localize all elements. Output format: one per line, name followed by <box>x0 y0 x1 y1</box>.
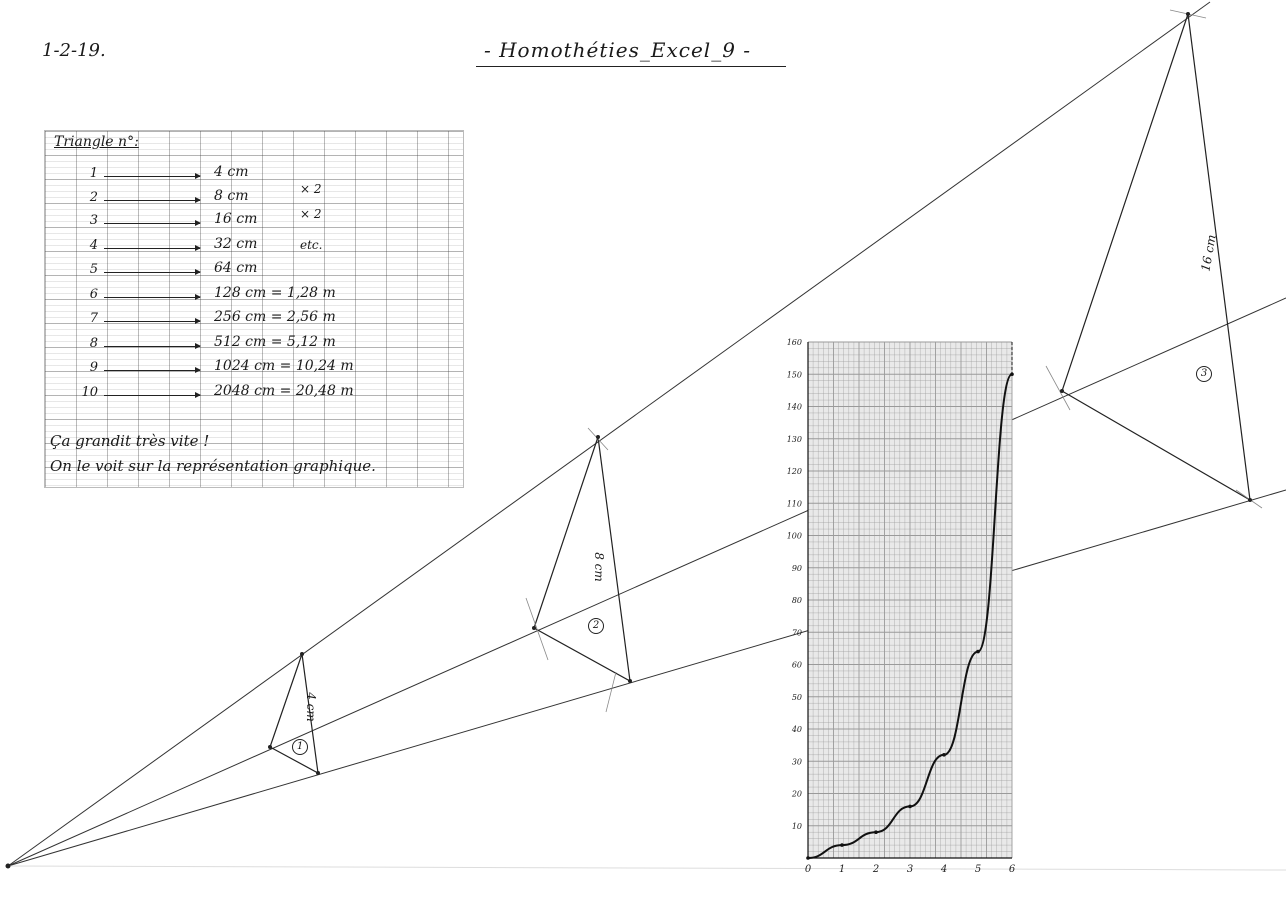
row-number: 10 <box>81 385 98 400</box>
conclusion-line-1: Ça grandit très vite ! <box>50 432 210 450</box>
conclusion-line-2: On le voit sur la représentation graphiq… <box>50 457 376 475</box>
title-underline <box>476 66 786 67</box>
row-note: × 2 <box>300 182 322 196</box>
chart: 10 20 30 40 50 60 70 80 90 100 110 120 130 140 150 160 0… <box>770 336 1026 876</box>
table-heading: Triangle n°: <box>54 134 139 150</box>
data-point <box>840 843 844 847</box>
ray-middle <box>7 297 1286 867</box>
row-arrow <box>104 269 201 275</box>
row-number: 2 <box>89 190 98 205</box>
row-arrow <box>104 197 201 203</box>
row-number: 5 <box>89 262 98 277</box>
row-arrow <box>104 392 201 398</box>
row-arrow <box>104 343 201 349</box>
page-title: - Homothéties_Excel_9 - <box>484 38 752 62</box>
y-tick-label: 130 <box>787 435 802 444</box>
ray-bottom <box>7 489 1286 867</box>
row-number: 8 <box>89 336 98 351</box>
y-tick-label: 100 <box>787 532 802 541</box>
row-value: 8 cm <box>214 188 249 204</box>
homothety-center <box>5 863 11 869</box>
data-point <box>942 753 946 757</box>
x-tick-label: 2 <box>872 864 879 875</box>
x-tick-label: 0 <box>805 864 812 875</box>
y-tick-label: 90 <box>792 564 802 573</box>
y-tick-label: 50 <box>792 693 802 702</box>
row-value: 16 cm <box>214 211 258 227</box>
row-note: etc. <box>300 238 323 252</box>
row-value: 32 cm <box>214 236 258 252</box>
row-arrow <box>104 294 201 300</box>
row-number: 9 <box>89 360 98 375</box>
row-arrow <box>104 245 201 251</box>
row-number: 3 <box>89 213 98 228</box>
row-value: 256 cm = 2,56 m <box>214 309 336 325</box>
triangle-2 <box>533 436 631 683</box>
data-point <box>874 830 878 834</box>
triangle-3 <box>1061 13 1251 502</box>
row-value: 4 cm <box>214 164 249 180</box>
y-tick-label: 110 <box>787 499 802 508</box>
x-tick-label: 5 <box>975 864 981 875</box>
data-point <box>976 649 980 654</box>
chart-canvas: 10 20 30 40 50 60 70 80 90 100 110 120 130 140 150 160 0… <box>787 338 1016 875</box>
row-value: 64 cm <box>214 260 258 276</box>
y-tick-label: 10 <box>792 822 802 831</box>
y-tick-label: 160 <box>787 338 802 347</box>
triangle-1-side-label: 4 cm <box>303 692 318 722</box>
x-tick-label: 4 <box>940 864 947 875</box>
row-number: 6 <box>89 287 98 302</box>
triangle-2-label: 2 <box>588 618 604 634</box>
triangle-1-label: 1 <box>292 739 308 755</box>
triangle-2-side-label: 8 cm <box>591 552 606 582</box>
row-value: 2048 cm = 20,48 m <box>214 383 354 399</box>
row-arrow <box>104 367 201 373</box>
x-tick-label: 3 <box>907 864 913 875</box>
x-tick-label: 1 <box>839 864 845 875</box>
y-tick-label: 60 <box>792 661 802 670</box>
y-tick-label: 80 <box>792 596 802 605</box>
y-tick-label: 120 <box>787 467 802 476</box>
x-tick-label: 6 <box>1009 864 1016 875</box>
row-arrow <box>104 220 201 226</box>
ray-top <box>7 1 1211 867</box>
baseline <box>7 865 1286 871</box>
row-note: × 2 <box>300 207 322 221</box>
row-value: 128 cm = 1,28 m <box>214 285 336 301</box>
row-arrow <box>104 318 201 324</box>
y-tick-label: 40 <box>791 725 802 734</box>
table-grid-paper <box>44 130 464 488</box>
data-point <box>806 856 810 860</box>
triangle-3-label: 3 <box>1196 366 1212 382</box>
y-tick-label: 150 <box>787 370 802 379</box>
series-line <box>807 373 1013 859</box>
row-arrow <box>104 173 201 179</box>
y-tick-label: 140 <box>787 403 802 412</box>
y-tick-label: 20 <box>791 790 802 799</box>
date: 1-2-19. <box>42 40 106 61</box>
data-point <box>908 804 912 809</box>
row-number: 4 <box>89 238 98 253</box>
row-number: 1 <box>89 166 98 181</box>
row-number: 7 <box>89 311 98 326</box>
row-value: 512 cm = 5,12 m <box>214 334 336 350</box>
y-tick-label: 70 <box>792 628 802 637</box>
row-value: 1024 cm = 10,24 m <box>214 358 354 374</box>
data-point <box>1010 372 1014 377</box>
y-tick-label: 30 <box>792 757 802 766</box>
triangle-1 <box>269 653 319 775</box>
